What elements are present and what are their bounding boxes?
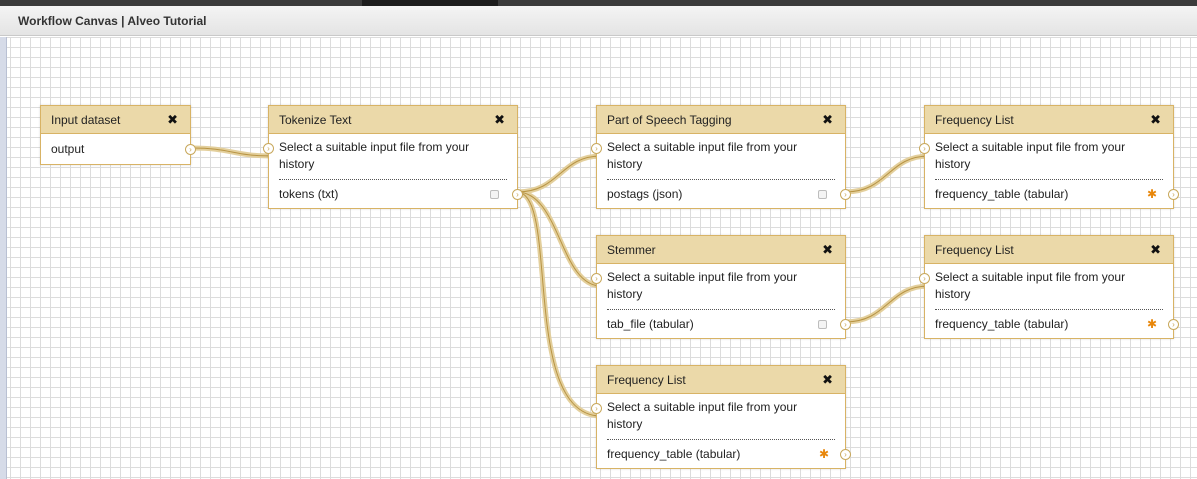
checkbox-icon[interactable] [490, 190, 499, 199]
active-tab-strip [362, 0, 498, 6]
checkbox-icon[interactable] [818, 190, 827, 199]
node-input: › Select a suitable input file from your… [263, 139, 507, 180]
node-header[interactable]: Frequency List ✖ [925, 106, 1173, 134]
output-terminal-icon[interactable]: › [840, 189, 851, 200]
node-header[interactable]: Input dataset ✖ [41, 106, 190, 134]
node-output: tokens (txt) › [279, 180, 523, 208]
output-terminal-icon[interactable]: › [185, 144, 196, 155]
node-title: Frequency List [935, 113, 1014, 127]
input-terminal-icon[interactable]: › [591, 403, 602, 414]
close-icon[interactable]: ✖ [822, 112, 833, 127]
node-title: Tokenize Text [279, 113, 352, 127]
node-header[interactable]: Stemmer ✖ [597, 236, 845, 264]
output-label: output [51, 142, 85, 156]
input-label: Select a suitable input file from your h… [935, 270, 1126, 301]
node-frequency-list-1[interactable]: Frequency List ✖ › Select a suitable inp… [919, 105, 1179, 209]
input-label: Select a suitable input file from your h… [607, 400, 798, 431]
close-icon[interactable]: ✖ [822, 372, 833, 387]
node-input: › Select a suitable input file from your… [919, 269, 1163, 310]
output-terminal-icon[interactable]: › [840, 449, 851, 460]
input-terminal-icon[interactable]: › [919, 143, 930, 154]
input-label: Select a suitable input file from your h… [607, 270, 798, 301]
node-title: Stemmer [607, 243, 656, 257]
node-input: › Select a suitable input file from your… [591, 399, 835, 440]
close-icon[interactable]: ✖ [494, 112, 505, 127]
output-label: tokens (txt) [279, 187, 339, 201]
node-input: › Select a suitable input file from your… [591, 139, 835, 180]
node-title: Frequency List [607, 373, 686, 387]
input-terminal-icon[interactable]: › [591, 273, 602, 284]
canvas-header: Workflow Canvas | Alveo Tutorial [0, 6, 1197, 36]
node-frequency-list-3[interactable]: Frequency List ✖ › Select a suitable inp… [591, 365, 851, 469]
node-output: tab_file (tabular) › [607, 310, 851, 338]
node-title: Input dataset [51, 113, 121, 127]
node-part-of-speech-tagging[interactable]: Part of Speech Tagging ✖ › Select a suit… [591, 105, 851, 209]
input-terminal-icon[interactable]: › [919, 273, 930, 284]
node-header[interactable]: Part of Speech Tagging ✖ [597, 106, 845, 134]
output-label: frequency_table (tabular) [607, 447, 741, 461]
checkbox-icon[interactable] [818, 320, 827, 329]
node-output: frequency_table (tabular) ✱ › [607, 440, 851, 468]
output-terminal-icon[interactable]: › [840, 319, 851, 330]
asterisk-icon[interactable]: ✱ [1146, 187, 1157, 201]
node-output: frequency_table (tabular) ✱ › [935, 310, 1179, 338]
input-terminal-icon[interactable]: › [591, 143, 602, 154]
input-label: Select a suitable input file from your h… [279, 140, 470, 171]
node-input: › Select a suitable input file from your… [591, 269, 835, 310]
close-icon[interactable]: ✖ [822, 242, 833, 257]
page-title: Workflow Canvas | Alveo Tutorial [18, 14, 207, 28]
output-label: frequency_table (tabular) [935, 187, 1069, 201]
node-stemmer[interactable]: Stemmer ✖ › Select a suitable input file… [591, 235, 851, 339]
close-icon[interactable]: ✖ [1150, 242, 1161, 257]
node-output: output › [41, 134, 196, 164]
node-header[interactable]: Frequency List ✖ [597, 366, 845, 394]
close-icon[interactable]: ✖ [167, 112, 178, 127]
node-output: postags (json) › [607, 180, 851, 208]
input-terminal-icon[interactable]: › [263, 143, 274, 154]
node-tokenize-text[interactable]: Tokenize Text ✖ › Select a suitable inpu… [263, 105, 523, 209]
node-header[interactable]: Frequency List ✖ [925, 236, 1173, 264]
output-terminal-icon[interactable]: › [1168, 319, 1179, 330]
output-terminal-icon[interactable]: › [512, 189, 523, 200]
canvas-left-edge [0, 37, 7, 479]
top-strip [0, 0, 1197, 6]
close-icon[interactable]: ✖ [1150, 112, 1161, 127]
output-label: postags (json) [607, 187, 683, 201]
node-title: Part of Speech Tagging [607, 113, 732, 127]
node-title: Frequency List [935, 243, 1014, 257]
output-terminal-icon[interactable]: › [1168, 189, 1179, 200]
output-label: frequency_table (tabular) [935, 317, 1069, 331]
input-label: Select a suitable input file from your h… [935, 140, 1126, 171]
node-frequency-list-2[interactable]: Frequency List ✖ › Select a suitable inp… [919, 235, 1179, 339]
node-input: › Select a suitable input file from your… [919, 139, 1163, 180]
node-output: frequency_table (tabular) ✱ › [935, 180, 1179, 208]
output-label: tab_file (tabular) [607, 317, 694, 331]
asterisk-icon[interactable]: ✱ [1146, 317, 1157, 331]
node-input-dataset[interactable]: Input dataset ✖ output › [40, 105, 196, 165]
node-header[interactable]: Tokenize Text ✖ [269, 106, 517, 134]
asterisk-icon[interactable]: ✱ [818, 447, 829, 461]
input-label: Select a suitable input file from your h… [607, 140, 798, 171]
